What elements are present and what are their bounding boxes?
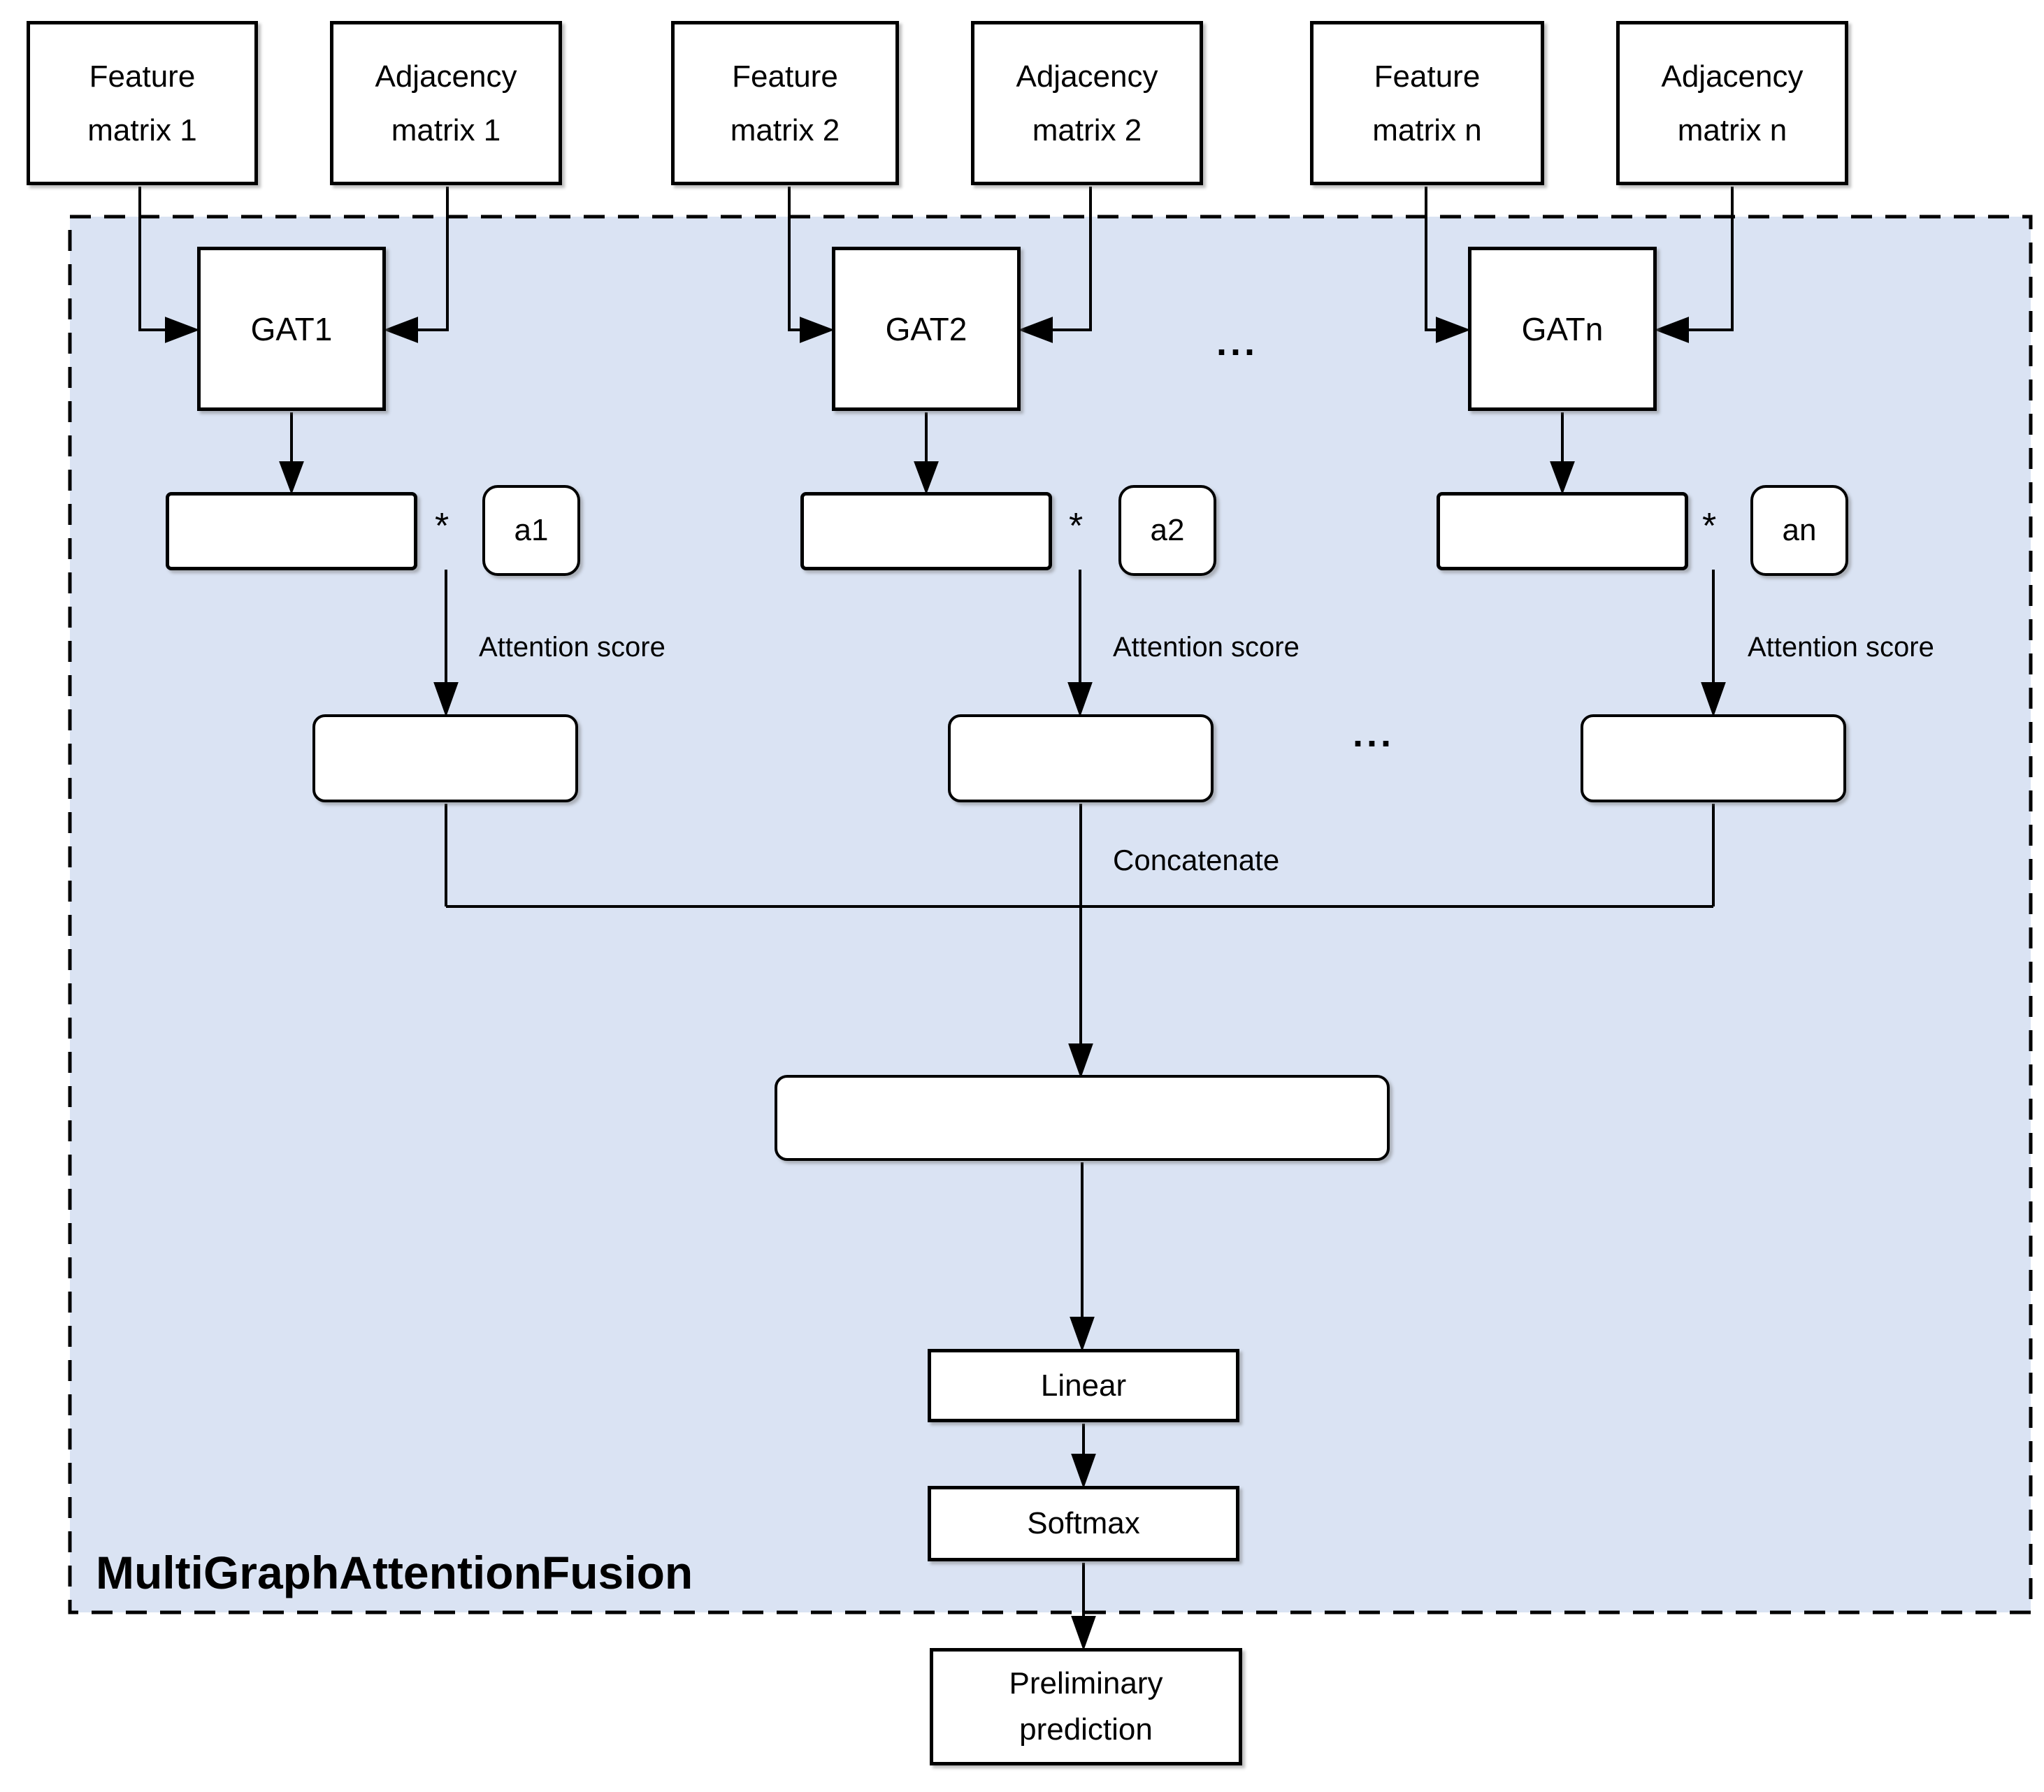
connector-concat-to-fused bbox=[1068, 804, 1093, 1078]
weighted-score-n-box bbox=[1581, 714, 1846, 802]
preliminary-prediction-box: Preliminary prediction bbox=[930, 1648, 1242, 1765]
attention-score-1-label: Attention score bbox=[479, 632, 665, 663]
gatn-box: GATn bbox=[1468, 247, 1657, 411]
connector-gat1-to-output1 bbox=[279, 412, 304, 495]
connector-attention-score-2 bbox=[1067, 570, 1093, 717]
softmax-box: Softmax bbox=[928, 1486, 1239, 1561]
connector-adjacency-n-to-gatn bbox=[1654, 187, 1734, 343]
linear-box: Linear bbox=[928, 1349, 1239, 1422]
connector-softmax-to-output bbox=[1071, 1563, 1096, 1651]
fusion-title: MultiGraphAttentionFusion bbox=[96, 1547, 693, 1598]
connector-linear-to-softmax bbox=[1071, 1424, 1096, 1489]
alpha-n-box: an bbox=[1750, 485, 1848, 576]
weighted-score-2-box bbox=[948, 714, 1214, 802]
connector-feature-n-to-gatn bbox=[1425, 187, 1471, 343]
gat2-box: GAT2 bbox=[832, 247, 1021, 411]
weighted-score-1-box bbox=[312, 714, 578, 802]
adjacency-matrix-1-box: Adjacency matrix 1 bbox=[330, 21, 562, 185]
feature-matrix-1-box: Feature matrix 1 bbox=[27, 21, 258, 185]
ellipsis-score-row: ... bbox=[1353, 713, 1395, 755]
connector-fused-to-linear bbox=[1070, 1162, 1095, 1352]
connector-feature2-to-gat2 bbox=[788, 187, 835, 343]
concatenate-label: Concatenate bbox=[1113, 844, 1280, 876]
fused-representation-box bbox=[775, 1075, 1390, 1161]
attention-score-2-label: Attention score bbox=[1113, 632, 1300, 663]
adjacency-matrix-2-box: Adjacency matrix 2 bbox=[971, 21, 1203, 185]
alpha1-box: a1 bbox=[482, 485, 580, 576]
multiply-symbol-1: * bbox=[435, 506, 449, 547]
connector-gat2-to-output2 bbox=[914, 412, 939, 495]
connector-gatn-to-output-n bbox=[1550, 412, 1575, 495]
gat1-box: GAT1 bbox=[197, 247, 386, 411]
alpha2-box: a2 bbox=[1118, 485, 1216, 576]
feature-matrix-n-box: Feature matrix n bbox=[1310, 21, 1544, 185]
attention-score-n-label: Attention score bbox=[1748, 632, 1934, 663]
ellipsis-gat-row: ... bbox=[1216, 321, 1259, 363]
multiply-symbol-2: * bbox=[1069, 506, 1084, 547]
multiply-symbol-n: * bbox=[1702, 506, 1717, 547]
gat1-output-box bbox=[166, 492, 417, 570]
connector-adjacency1-to-gat1 bbox=[383, 187, 449, 343]
gat2-output-box bbox=[800, 492, 1052, 570]
connector-adjacency2-to-gat2 bbox=[1018, 187, 1092, 343]
feature-matrix-2-box: Feature matrix 2 bbox=[671, 21, 899, 185]
connector-feature1-to-gat1 bbox=[138, 187, 200, 343]
gatn-output-box bbox=[1437, 492, 1688, 570]
connector-attention-score-n bbox=[1701, 570, 1726, 717]
connector-attention-score-1 bbox=[433, 570, 459, 717]
adjacency-matrix-n-box: Adjacency matrix n bbox=[1616, 21, 1848, 185]
